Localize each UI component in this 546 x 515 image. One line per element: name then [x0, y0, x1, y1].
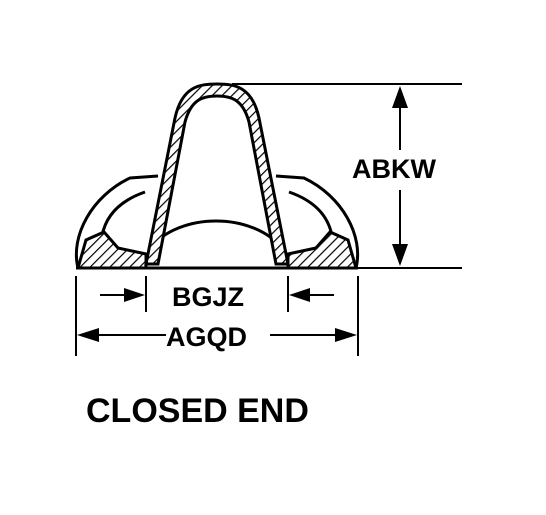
height-dimension	[232, 83, 462, 269]
inner-width-label: BGJZ	[172, 282, 244, 312]
inner-collar	[148, 219, 284, 249]
outer-width-label: AGQD	[166, 322, 247, 352]
inner-arrow-right	[289, 288, 310, 302]
right-base-hatch	[286, 230, 358, 270]
dome-wall-hatch	[144, 82, 290, 266]
width-extension-lines	[75, 276, 359, 356]
height-arrow-down	[392, 244, 408, 266]
outer-arrow-right	[335, 328, 357, 342]
inner-arrow-left	[124, 288, 145, 302]
left-base-hatch	[76, 230, 148, 270]
housing-outline	[75, 174, 359, 269]
height-dimension-label: ABKW	[352, 154, 436, 184]
caption: CLOSED END	[86, 392, 309, 430]
outer-arrow-left	[77, 328, 99, 342]
height-arrow-up	[392, 86, 408, 108]
